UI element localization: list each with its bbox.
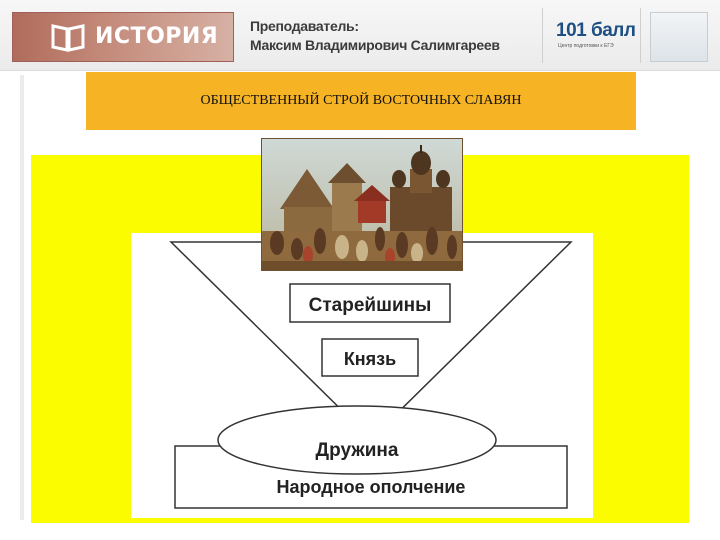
social-structure-diagram: Старейшины Князь Дружина Народное ополче… [131,233,593,518]
druzhina-label: Дружина [316,440,399,461]
brand-logo: 101 балл [556,20,636,41]
header-emblem [650,12,708,62]
militia-label: Народное ополчение [277,477,466,497]
side-rule [20,75,24,520]
subject-logo: ИСТОРИЯ [12,12,234,62]
teacher-info: Преподаватель: Максим Владимирович Салим… [250,17,540,55]
historical-painting [261,138,463,271]
slide-title: ОБЩЕСТВЕННЫЙ СТРОЙ ВОСТОЧНЫХ СЛАВЯН [200,93,522,108]
teacher-caption: Преподаватель: [250,18,359,34]
elders-label: Старейшины [309,295,432,316]
subject-title: ИСТОРИЯ [95,24,219,49]
prince-label: Князь [344,349,396,369]
prince-box [321,338,419,377]
elders-box [289,283,451,323]
teacher-name: Максим Владимирович Салимгареев [250,37,500,53]
header-divider-right [640,8,641,63]
slide-title-band: ОБЩЕСТВЕННЫЙ СТРОЙ ВОСТОЧНЫХ СЛАВЯН [86,72,636,130]
open-book-icon [51,24,85,52]
header-divider [542,8,543,63]
brand-tagline: Центр подготовки к ЕГЭ [558,43,614,49]
druzhina-ellipse [217,405,497,475]
header-bar: ИСТОРИЯ Преподаватель: Максим Владимиров… [0,0,720,71]
